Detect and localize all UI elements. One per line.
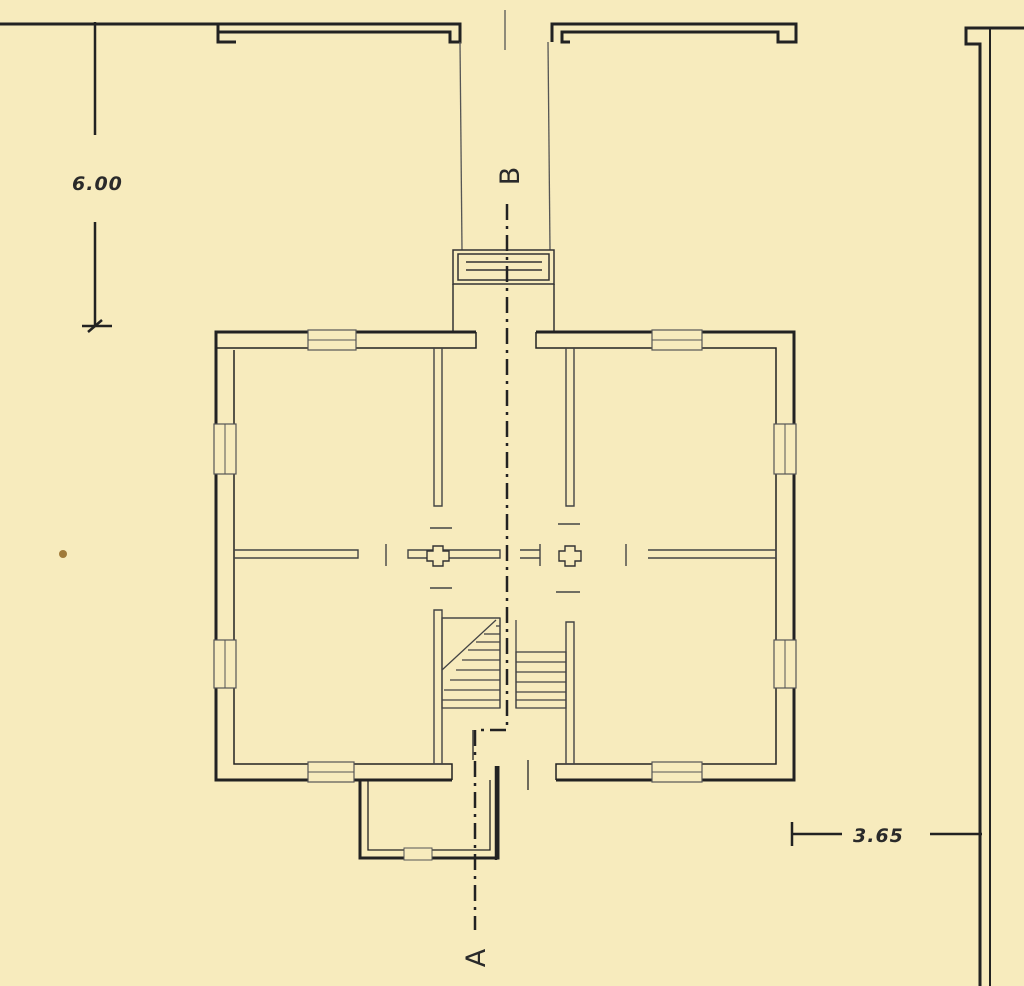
section-line-a-b <box>473 204 509 930</box>
dimension-6-00 <box>82 22 112 333</box>
section-label-b: B <box>495 167 526 186</box>
entrance-steps <box>452 249 555 332</box>
garden-wall-right <box>550 22 798 44</box>
chimney-flues <box>426 545 582 567</box>
windows <box>213 329 797 783</box>
interior-partitions <box>234 348 777 765</box>
entrance-path <box>459 10 551 251</box>
rear-door <box>472 730 529 790</box>
boundary-wall-right <box>964 26 1024 986</box>
paper-speck <box>59 550 67 558</box>
dimension-label-horizontal: 3.65 <box>853 825 904 847</box>
staircase <box>441 617 567 709</box>
garden-wall-left <box>0 22 462 44</box>
section-label-a: A <box>461 948 492 967</box>
dimension-3-65 <box>790 822 982 846</box>
bay-window-porch <box>358 766 500 861</box>
dimension-label-vertical: 6.00 <box>72 173 123 195</box>
